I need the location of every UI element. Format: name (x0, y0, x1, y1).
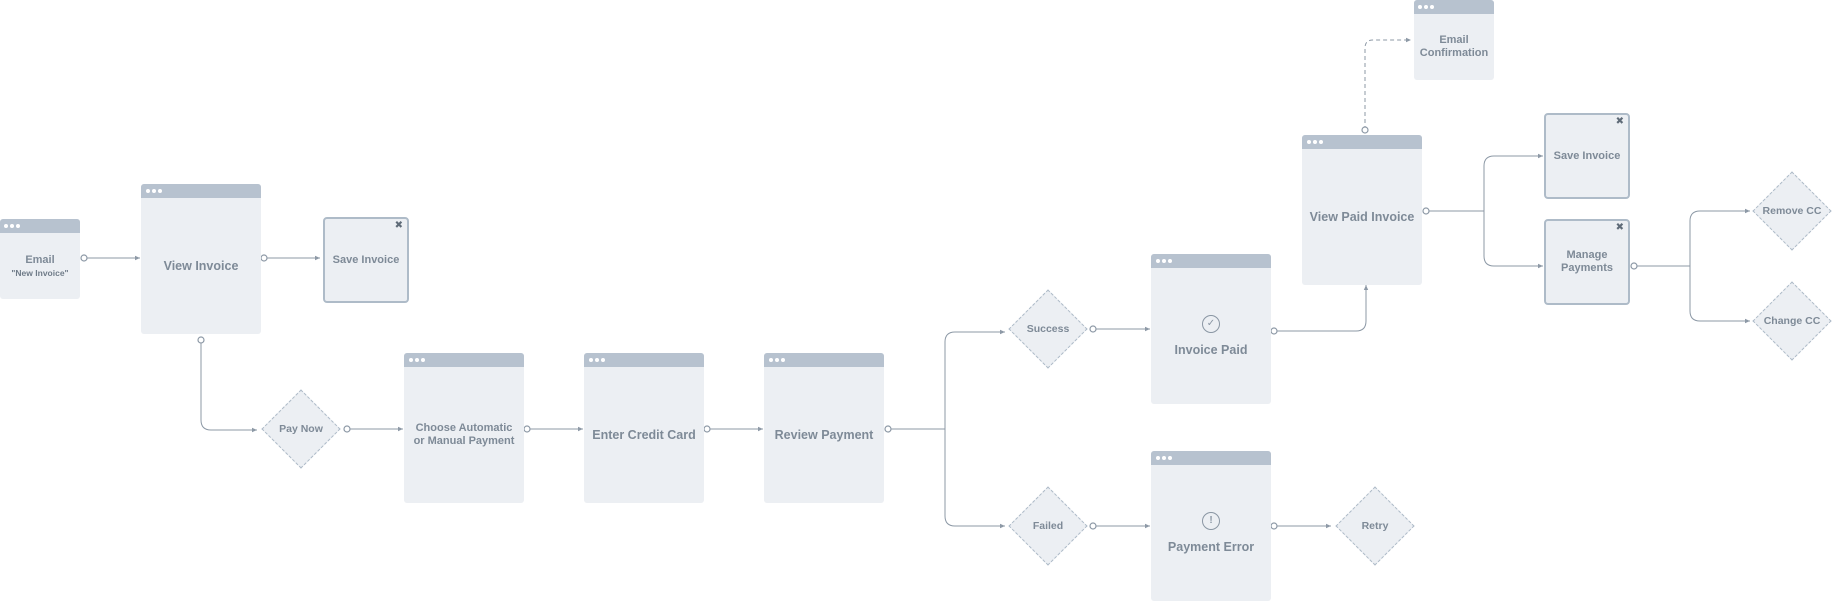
review-payment-label: Review Payment (774, 427, 874, 442)
email-screen: Email "New Invoice" (0, 219, 80, 299)
close-icon: ✖ (394, 220, 403, 231)
invoice-paid-screen: ✓ Invoice Paid (1151, 254, 1271, 404)
failed-label: Failed (1032, 520, 1064, 532)
connector-branch-to-manage-payments (1483, 211, 1543, 269)
save-invoice-modal: ✖ Save Invoice (1544, 113, 1630, 199)
save-invoice-label: Save Invoice (1553, 149, 1621, 162)
connector-branch-to-remove-cc (1689, 208, 1750, 266)
invoice-paid-label: Invoice Paid (1174, 342, 1248, 357)
window-titlebar (141, 184, 261, 198)
view-paid-invoice-label: View Paid Invoice (1309, 209, 1415, 224)
remove-cc-decision: Remove CC (1752, 171, 1832, 251)
success-label: Success (1026, 323, 1070, 335)
email-subject: "New Invoice" (11, 268, 69, 279)
enter-credit-card-label: Enter Credit Card (592, 427, 696, 442)
pay-now-decision: Pay Now (261, 389, 341, 469)
close-icon: ✖ (1615, 222, 1624, 233)
window-titlebar (1414, 0, 1494, 14)
review-payment-screen: Review Payment (764, 353, 884, 503)
manage-payments-label: Manage Payments (1561, 249, 1613, 274)
view-paid-invoice-screen: View Paid Invoice (1302, 135, 1422, 285)
window-titlebar (0, 219, 80, 233)
window-titlebar (764, 353, 884, 367)
connector-view-paid-invoice-to-email-confirmation (1364, 37, 1411, 130)
enter-credit-card-screen: Enter Credit Card (584, 353, 704, 503)
window-titlebar (1302, 135, 1422, 149)
manage-payments-modal: ✖ Manage Payments (1544, 219, 1630, 305)
window-titlebar (1151, 254, 1271, 268)
email-label: Email (25, 253, 55, 266)
change-cc-label: Change CC (1763, 315, 1821, 327)
pay-now-label: Pay Now (279, 423, 323, 435)
change-cc-decision: Change CC (1752, 281, 1832, 361)
choose-payment-screen: Choose Automatic or Manual Payment (404, 353, 524, 503)
payment-error-label: Payment Error (1167, 539, 1255, 554)
connector-branch-to-change-cc (1689, 266, 1750, 324)
retry-decision: Retry (1335, 486, 1415, 566)
retry-label: Retry (1361, 520, 1389, 532)
email-confirmation-label: Email Confirmation (1419, 34, 1489, 59)
view-invoice-screen: View Invoice (141, 184, 261, 334)
choose-payment-label: Choose Automatic or Manual Payment (413, 422, 515, 447)
payment-error-screen: ! Payment Error (1151, 451, 1271, 601)
exclamation-circle-icon: ! (1202, 511, 1220, 530)
connector-branch-to-failed (944, 429, 1005, 529)
connector-invoice-paid-to-view-paid-invoice (1274, 285, 1369, 332)
email-confirmation-screen: Email Confirmation (1414, 0, 1494, 80)
remove-cc-label: Remove CC (1762, 205, 1822, 217)
success-decision: Success (1008, 289, 1088, 369)
connector-view-invoice-to-pay-now (200, 340, 257, 433)
window-titlebar (584, 353, 704, 367)
connector-branch-to-save-invoice (1483, 153, 1543, 211)
failed-decision: Failed (1008, 486, 1088, 566)
view-invoice-label: View Invoice (163, 258, 239, 273)
window-titlebar (404, 353, 524, 367)
check-circle-icon: ✓ (1202, 314, 1220, 333)
connector-branch-to-success (944, 329, 1005, 429)
save-invoice-modal: ✖ Save Invoice (323, 217, 409, 303)
window-titlebar (1151, 451, 1271, 465)
save-invoice-label: Save Invoice (332, 253, 400, 266)
close-icon: ✖ (1615, 116, 1624, 127)
